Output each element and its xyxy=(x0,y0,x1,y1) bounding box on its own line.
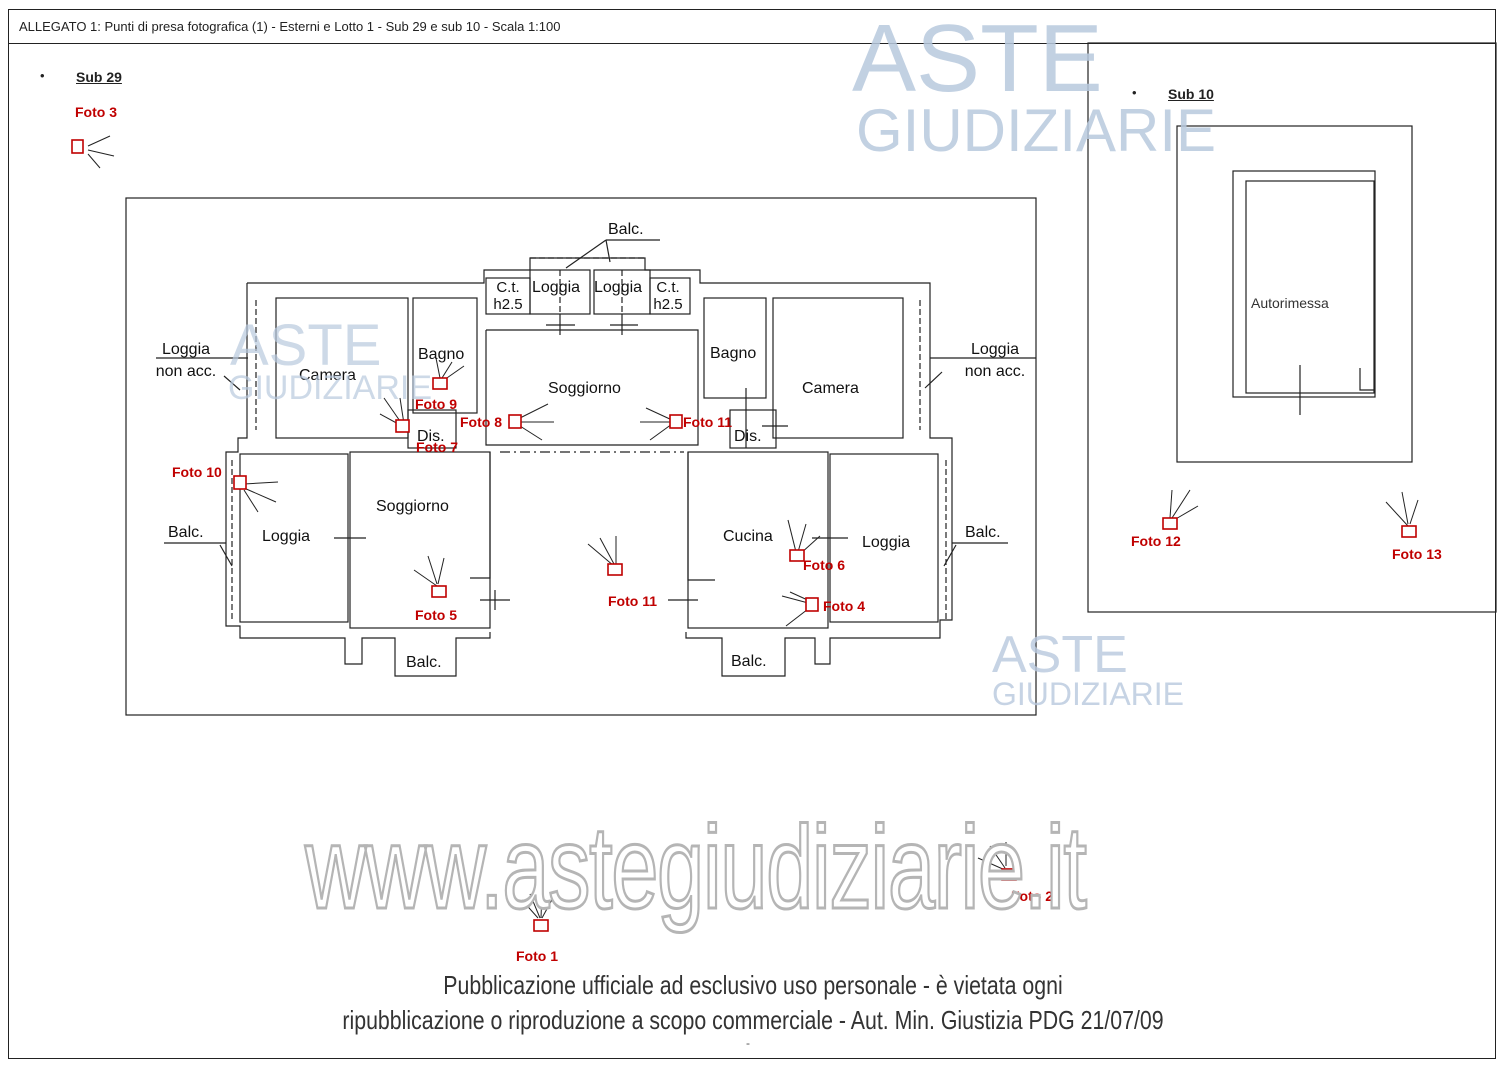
camera-icon xyxy=(1001,868,1017,881)
photo-label-6: Foto 6 xyxy=(803,557,845,573)
photo-label-12: Foto 12 xyxy=(1131,533,1181,549)
camera-icon xyxy=(233,475,247,490)
watermark-aste-top: ASTE xyxy=(852,5,1103,112)
label-loggia-top-left: Loggia xyxy=(532,279,581,296)
label-bagno-right: Bagno xyxy=(710,345,757,362)
label-balc-top: Balc. xyxy=(608,221,644,238)
section-label-sub10: Sub 10 xyxy=(1168,86,1214,102)
label-dis-left: Dis. xyxy=(417,428,445,445)
label-autorimessa: Autorimessa xyxy=(1251,295,1329,311)
camera-icon xyxy=(789,549,805,562)
garage-outer xyxy=(1232,170,1376,398)
camera-icon xyxy=(431,585,447,598)
photo-label-11-lower: Foto 11 xyxy=(608,593,658,609)
watermark-notice-line-2: ripubblicazione o riproduzione a scopo c… xyxy=(342,1005,1164,1035)
camera-icon xyxy=(1162,517,1178,530)
photo-label-11-upper: Foto 11 xyxy=(683,414,733,430)
label-loggia-right: Loggia xyxy=(862,534,911,551)
label-camera-right: Camera xyxy=(802,380,859,397)
sub10-site-outline xyxy=(1176,125,1413,463)
label-dis-right: Dis. xyxy=(734,428,762,445)
label-balc-bottom-left: Balc. xyxy=(406,654,442,671)
watermark-aste-mid: ASTE xyxy=(230,313,382,378)
label-cucina: Cucina xyxy=(723,528,773,545)
photo-label-2: Foto 2 xyxy=(1011,888,1053,904)
watermark-website: www.astegiudiziarie.it xyxy=(304,801,1088,936)
photo-label-9: Foto 9 xyxy=(415,396,457,412)
photo-label-10: Foto 10 xyxy=(172,464,222,480)
camera-icon xyxy=(432,377,448,390)
watermark-giudiziarie-bottom: GIUDIZIARIE xyxy=(992,676,1185,712)
camera-icon xyxy=(508,414,522,429)
label-balc-right: Balc. xyxy=(965,524,1001,541)
photo-label-8: Foto 8 xyxy=(460,414,502,430)
label-ct-right: C.t.h2.5 xyxy=(653,279,683,313)
camera-icon xyxy=(71,139,84,154)
bullet-sub29: • xyxy=(40,68,45,83)
bullet-sub10: • xyxy=(1132,85,1137,100)
camera-icon xyxy=(607,563,623,576)
sub29-plan-border xyxy=(125,197,1037,716)
camera-icon xyxy=(669,414,683,429)
watermark-giudiziarie-top: GIUDIZIARIE xyxy=(856,97,1217,164)
section-label-sub29: Sub 29 xyxy=(76,69,122,85)
label-ct-left: C.t.h2.5 xyxy=(493,279,523,313)
footer-mark: - xyxy=(746,1036,750,1050)
label-soggiorno-center: Soggiorno xyxy=(548,380,621,397)
label-camera-left: Camera xyxy=(299,367,356,384)
label-loggia-left: Loggia xyxy=(262,528,311,545)
photo-label-4: Foto 4 xyxy=(823,598,865,614)
watermark-notice-line-1: Pubblicazione ufficiale ad esclusivo uso… xyxy=(443,970,1063,1000)
sub10-border xyxy=(1087,42,1497,613)
camera-icon xyxy=(1401,525,1417,538)
camera-icon xyxy=(533,919,549,932)
label-soggiorno-left: Soggiorno xyxy=(376,498,449,515)
label-bagno-left: Bagno xyxy=(418,346,465,363)
label-balc-left: Balc. xyxy=(168,524,204,541)
photo-label-1: Foto 1 xyxy=(516,948,558,964)
camera-icon xyxy=(395,419,410,433)
page-title: ALLEGATO 1: Punti di presa fotografica (… xyxy=(19,19,561,34)
label-balc-bottom-right: Balc. xyxy=(731,653,767,670)
garage-inner xyxy=(1245,180,1375,394)
header-divider xyxy=(8,43,1496,44)
photo-label-13: Foto 13 xyxy=(1392,546,1442,562)
photo-label-5: Foto 5 xyxy=(415,607,457,623)
photo-label-3: Foto 3 xyxy=(75,104,117,120)
watermark-giudiziarie-mid: GIUDIZIARIE xyxy=(228,369,433,407)
camera-icon xyxy=(805,597,819,612)
photo-label-7: Foto 7 xyxy=(416,439,458,455)
label-loggia-top-right: Loggia xyxy=(594,279,643,296)
watermark-aste-bottom: ASTE xyxy=(992,626,1128,684)
